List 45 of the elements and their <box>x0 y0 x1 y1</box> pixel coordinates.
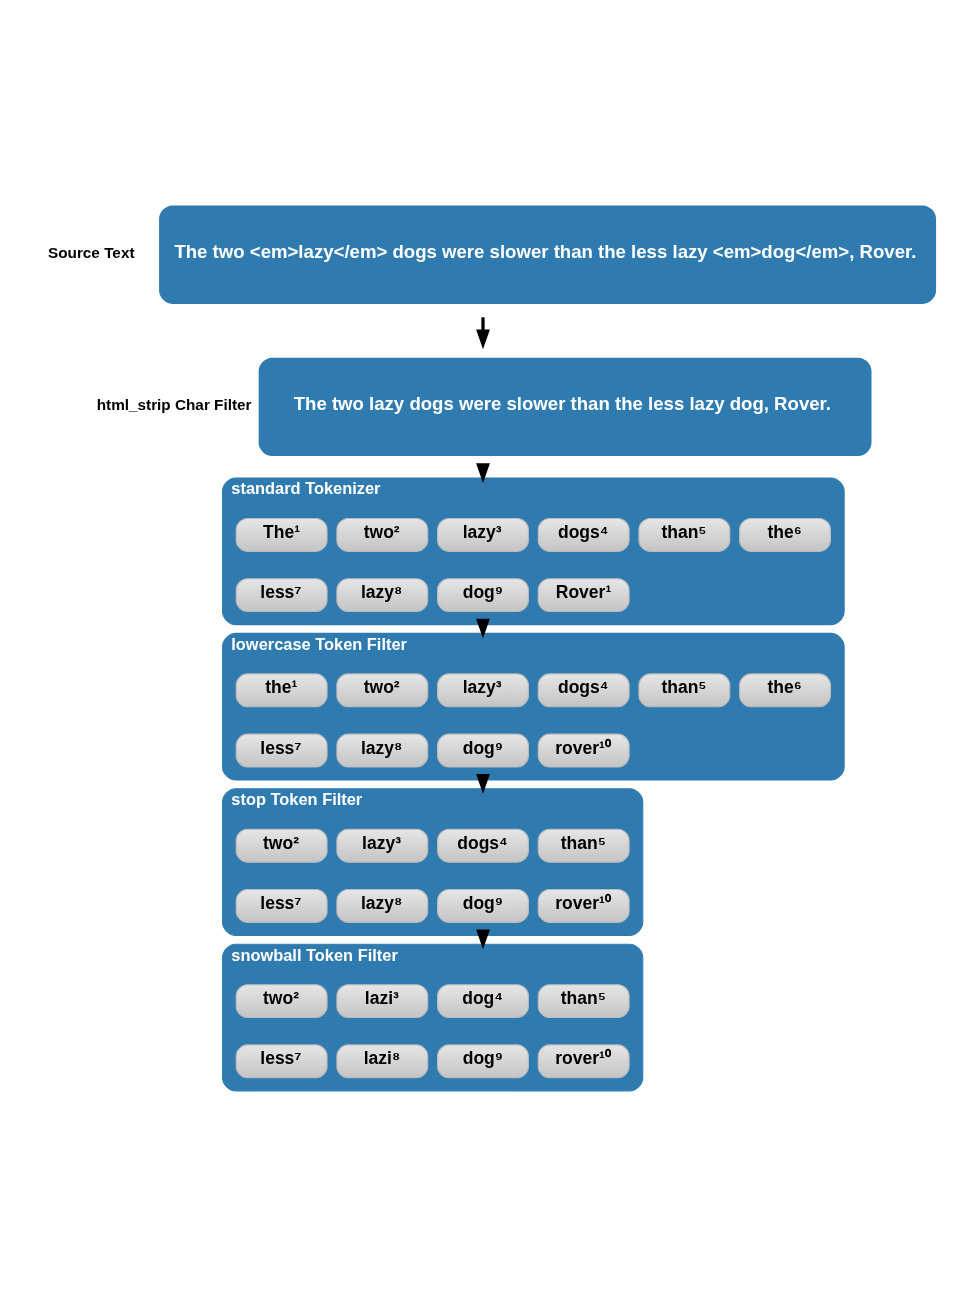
node-box: less⁷ <box>235 888 328 923</box>
node-box: dog⁹ <box>437 888 529 923</box>
arrow <box>476 463 490 483</box>
node-box: less⁷ <box>235 1044 328 1079</box>
node-box: Rover¹ <box>537 578 630 613</box>
node-box: lazy⁸ <box>336 578 429 613</box>
node-box: lazy³ <box>437 673 529 708</box>
node-box: two² <box>235 984 328 1019</box>
node-box: less⁷ <box>235 733 328 768</box>
node-box: dogs⁴ <box>437 828 529 863</box>
node-box: lazi⁸ <box>336 1044 429 1079</box>
node-box: lazy⁸ <box>336 888 429 923</box>
node-box: dog⁹ <box>437 1044 529 1079</box>
node-box: the⁶ <box>739 517 831 552</box>
node-box: lazy⁸ <box>336 733 429 768</box>
node-box: dog⁹ <box>437 578 529 613</box>
node-label: html_strip Char Filter <box>96 395 252 413</box>
node-box: two² <box>336 517 429 552</box>
node-label: Source Text <box>47 243 135 261</box>
node-box: than⁵ <box>537 984 630 1019</box>
node-box: than⁵ <box>638 673 731 708</box>
arrow <box>476 774 490 794</box>
node-box: lazy³ <box>336 828 429 863</box>
node-box: rover¹⁰ <box>537 888 630 923</box>
node-box: The two lazy dogs were slower than the less lazy dog, Rover. <box>258 357 872 457</box>
node-box: the¹ <box>235 673 328 708</box>
node-box: less⁷ <box>235 578 328 613</box>
node-box: rover¹⁰ <box>537 1044 630 1079</box>
node-box: The two <em>lazy</em> dogs were slower than the less lazy <em>dog</em>, Rover. <box>159 205 937 304</box>
node-box: rover¹⁰ <box>537 733 630 768</box>
node-box: dogs⁴ <box>537 673 630 708</box>
node-box: than⁵ <box>537 828 630 863</box>
node-box: lazy³ <box>437 517 529 552</box>
node-box: dog⁴ <box>437 984 529 1019</box>
arrow <box>476 618 490 639</box>
node-box: two² <box>336 673 429 708</box>
node-box: The¹ <box>235 517 328 552</box>
node-box: dog⁹ <box>437 733 529 768</box>
node-box: two² <box>235 828 328 863</box>
arrow <box>476 317 490 350</box>
node-box: than⁵ <box>638 517 731 552</box>
node-box: the⁶ <box>739 673 831 708</box>
node-box: dogs⁴ <box>537 517 630 552</box>
node-box: lazi³ <box>336 984 429 1019</box>
arrow <box>476 929 490 950</box>
